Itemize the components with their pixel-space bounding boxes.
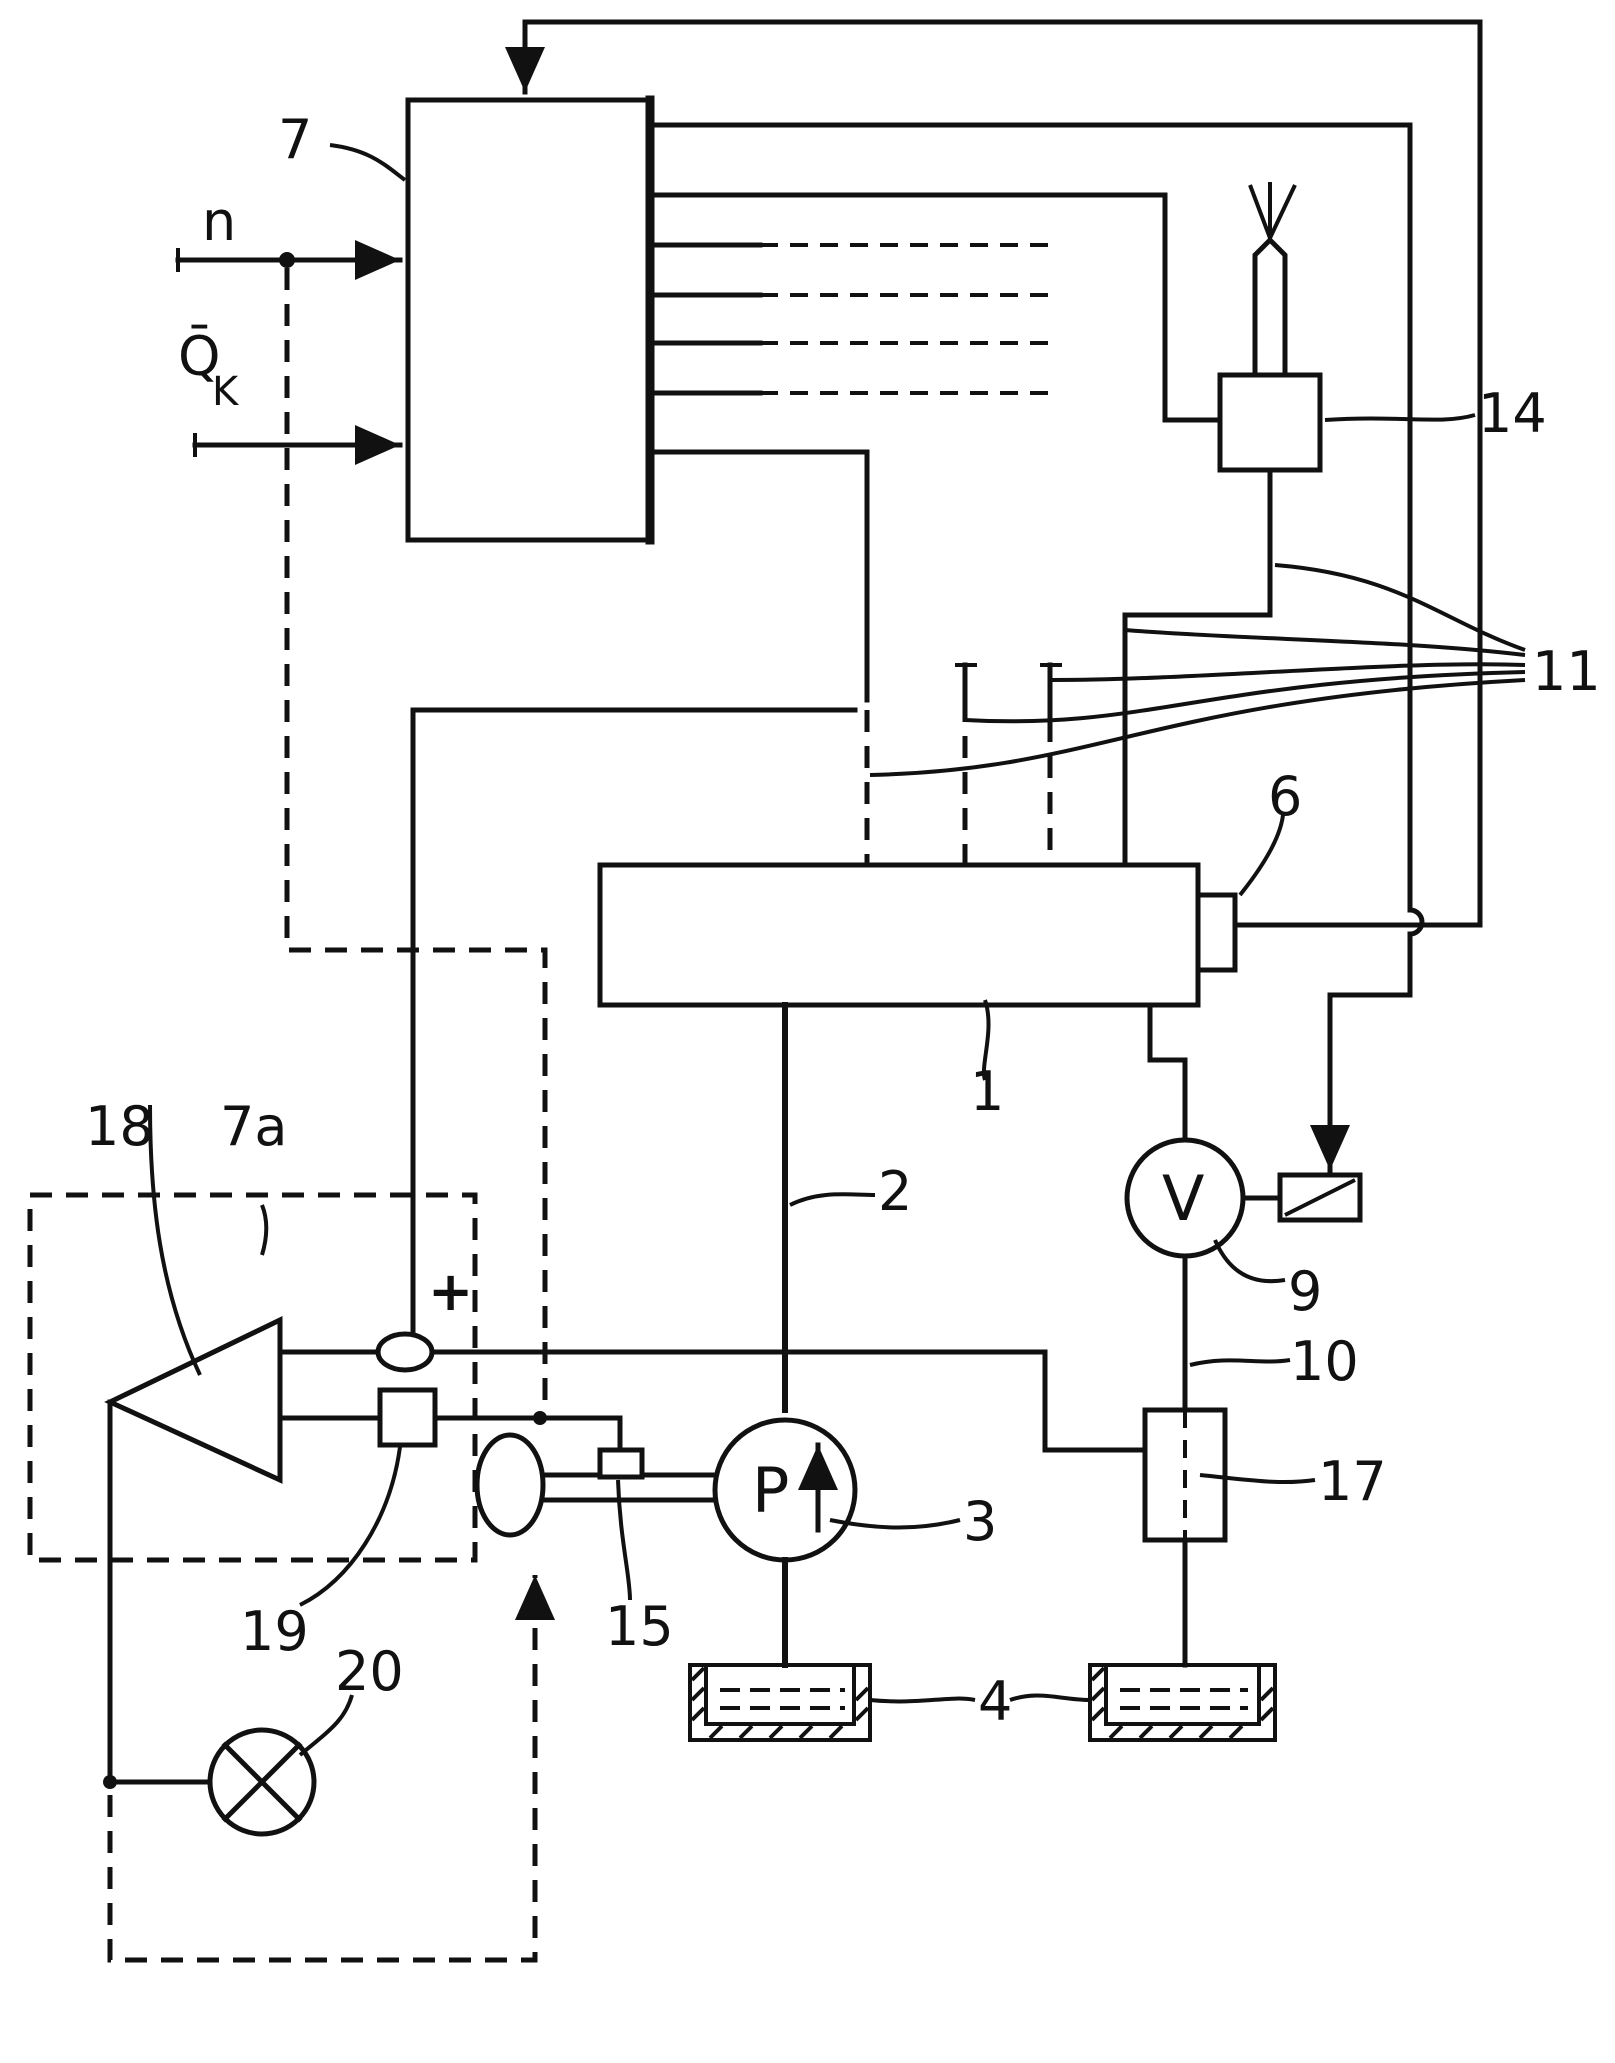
control-line-solenoid xyxy=(650,125,1422,1170)
control-line-sensor xyxy=(650,452,867,700)
ref-14: 14 xyxy=(1478,382,1547,445)
control-line-injector xyxy=(650,195,1220,420)
control-unit-box xyxy=(408,100,648,540)
dashed-loop-lamp xyxy=(110,1575,535,1960)
element-19 xyxy=(380,1390,435,1445)
ref-9: 9 xyxy=(1288,1260,1322,1323)
return-line xyxy=(1150,1005,1185,1140)
tank-left xyxy=(690,1665,870,1740)
valve-letter: V xyxy=(1162,1162,1204,1235)
ref-7: 7 xyxy=(278,108,312,171)
ref-17: 17 xyxy=(1318,1450,1387,1513)
ref-1: 1 xyxy=(970,1060,1004,1123)
injector xyxy=(1220,182,1320,615)
ref-11: 11 xyxy=(1532,640,1601,703)
input-qk-line xyxy=(195,433,400,457)
motor-m xyxy=(477,1435,543,1535)
feedback-line-top xyxy=(525,22,1480,925)
terminal-plus xyxy=(378,1334,432,1370)
motor-shaft xyxy=(477,1411,715,1600)
output-lines-dashed xyxy=(650,245,1052,393)
input-n-label: n xyxy=(202,190,236,253)
plus-sign: + xyxy=(428,1260,473,1323)
leaders-11 xyxy=(870,565,1525,775)
ref-4: 4 xyxy=(978,1670,1012,1733)
sensor-6 xyxy=(1198,895,1235,970)
ref-18: 18 xyxy=(85,1095,154,1158)
pump-letter: P xyxy=(752,1454,789,1527)
control-line-7a xyxy=(413,710,855,1345)
ref-2: 2 xyxy=(878,1160,912,1223)
ref-20: 20 xyxy=(335,1640,404,1703)
ref-7a: 7a xyxy=(220,1095,287,1158)
warning-lamp xyxy=(103,1695,352,1834)
input-qk-subscript: K xyxy=(212,369,240,415)
solenoid-actuator xyxy=(1280,1175,1360,1220)
tank-right xyxy=(1090,1665,1275,1740)
main-unit-box xyxy=(600,865,1198,1005)
ref-15: 15 xyxy=(605,1595,674,1658)
ref-19: 19 xyxy=(240,1600,309,1663)
ref-10: 10 xyxy=(1290,1330,1359,1393)
ref-3: 3 xyxy=(963,1490,997,1553)
ref-6: 6 xyxy=(1268,765,1302,828)
